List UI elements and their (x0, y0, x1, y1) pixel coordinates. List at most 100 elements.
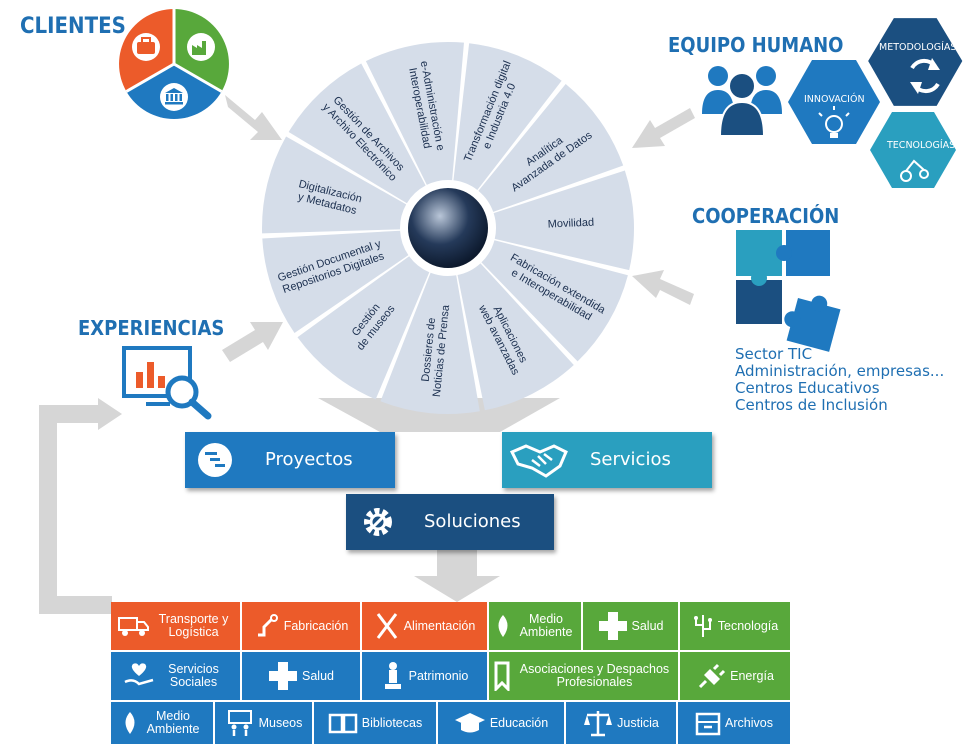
sector-tile-bibliotecas[interactable]: Bibliotecas (314, 702, 436, 744)
wheel-segment (365, 42, 464, 185)
experiencias-title: EXPERIENCIAS (78, 316, 225, 340)
sector-tile-transporte[interactable]: Transporte y Logística (111, 602, 240, 650)
sector-tile-medio-ambiente-2[interactable]: Medio Ambiente (111, 702, 213, 744)
wheel-segment-label: Movilidad (547, 217, 594, 231)
arrow-feedback (39, 405, 112, 614)
robot-arm-icon (257, 614, 278, 637)
clientes-pie (119, 9, 229, 119)
graduation-cap-icon (454, 713, 485, 733)
proyectos-button[interactable]: Proyectos (185, 432, 395, 488)
sector-tile-medio-ambiente[interactable]: Medio Ambiente (489, 602, 581, 650)
refresh-icon (910, 58, 940, 94)
soluciones-label: Soluciones (424, 511, 521, 532)
wheel-segment (262, 230, 409, 334)
wheel-segment (457, 263, 574, 411)
arrow-experiencias (222, 322, 283, 362)
sector-label: Fabricación (283, 618, 349, 633)
sector-label: Salud (631, 618, 664, 633)
cooperacion-item: Sector TIC (735, 345, 813, 363)
hexagon-group (788, 18, 963, 188)
clientes-title: CLIENTES (20, 14, 126, 39)
fork-knife-icon (376, 613, 397, 639)
museum-visitors-icon (227, 710, 252, 736)
wheel-segment (493, 170, 634, 271)
arrow-down-sectors (414, 548, 500, 602)
arrow-equipo (632, 108, 695, 148)
bookmark-icon (494, 661, 509, 691)
bank-icon (160, 83, 188, 111)
statue-icon (384, 662, 401, 689)
sector-tile-alimentacion[interactable]: Alimentación (362, 602, 487, 650)
cooperacion-item: Centros Educativos (735, 379, 880, 397)
sector-label: Medio Ambiente (519, 612, 573, 639)
servicios-button[interactable]: Servicios (502, 432, 712, 488)
factory-icon (187, 33, 215, 61)
scales-icon (584, 711, 613, 737)
plug-icon (699, 663, 726, 689)
sector-tile-asociaciones[interactable]: Asociaciones y Despachos Profesionales (489, 652, 678, 700)
arrow-cooperacion (632, 270, 694, 305)
cooperacion-item: Centros de Inclusión (735, 396, 888, 414)
sector-label: Patrimonio (408, 668, 469, 683)
handshake-icon (510, 444, 568, 478)
book-icon (328, 713, 358, 734)
sector-label: Educación (489, 715, 549, 730)
hexagon-label-innovacion: INNOVACIÓN (804, 94, 865, 105)
people-icon (702, 66, 782, 137)
archive-box-icon (695, 712, 721, 736)
sector-label: Medio Ambiente (146, 709, 200, 736)
sector-tile-justicia[interactable]: Justicia (566, 702, 676, 744)
sector-label: Museos (258, 715, 303, 730)
servicios-label: Servicios (590, 449, 671, 470)
wheel-hub (408, 188, 488, 268)
wheel-segment (453, 43, 562, 190)
sector-tile-servicios-sociales[interactable]: Servicios Sociales (111, 652, 240, 700)
wheel-segment (262, 136, 407, 234)
proyectos-label: Proyectos (265, 449, 353, 470)
sector-tile-salud-2[interactable]: Salud (242, 652, 360, 700)
sector-tile-fabricacion[interactable]: Fabricación (242, 602, 360, 650)
gantt-icon (198, 443, 232, 477)
circuit-icon (693, 615, 712, 637)
wheel-segment (380, 272, 480, 414)
leaf-icon (125, 712, 135, 734)
sector-tile-educacion[interactable]: Educación (438, 702, 564, 744)
cross-icon (269, 662, 297, 690)
wheel-segment (288, 63, 426, 204)
cross-icon (598, 612, 627, 640)
hexagon-innovacion (788, 60, 880, 144)
equipo-title: EQUIPO HUMANO (668, 33, 844, 57)
sector-label: Tecnología (717, 618, 779, 633)
sector-tile-museos[interactable]: Museos (215, 702, 312, 744)
sector-label: Salud (302, 668, 334, 683)
sector-tile-patrimonio[interactable]: Patrimonio (362, 652, 487, 700)
sector-label: Servicios Sociales (168, 662, 219, 689)
hexagon-tecnologias (870, 112, 956, 188)
wheel-segment (478, 83, 624, 212)
puzzle-icon (736, 230, 841, 352)
sector-label: Alimentación (403, 618, 476, 633)
sector-label: Asociaciones y Despachos Profesionales (519, 662, 670, 689)
truck-icon (117, 617, 149, 636)
wheel-segment (481, 240, 628, 362)
sector-label: Archivos (725, 715, 773, 730)
sector-tile-tecnologia[interactable]: Tecnología (680, 602, 790, 650)
gear-wrench-icon (364, 508, 392, 536)
heart-hand-icon (123, 663, 153, 686)
sector-tile-salud[interactable]: Salud (583, 602, 678, 650)
cooperacion-title: COOPERACIÓN (692, 204, 840, 228)
analytics-monitor-icon (122, 346, 212, 420)
lightbulb-icon (818, 106, 850, 138)
cooperacion-item: Administración, empresas... (735, 362, 945, 380)
hexagon-label-metodologias: METODOLOGÍAS (879, 42, 957, 53)
sector-tile-archivos[interactable]: Archivos (678, 702, 790, 744)
circuit-icon (900, 159, 929, 182)
soluciones-button[interactable]: Soluciones (346, 494, 554, 550)
sector-label: Transporte y Logística (158, 612, 229, 639)
sector-label: Bibliotecas (361, 715, 423, 730)
sector-tile-energia[interactable]: Energía (680, 652, 790, 700)
sector-label: Justicia (617, 715, 659, 730)
leaf-icon (498, 615, 508, 637)
